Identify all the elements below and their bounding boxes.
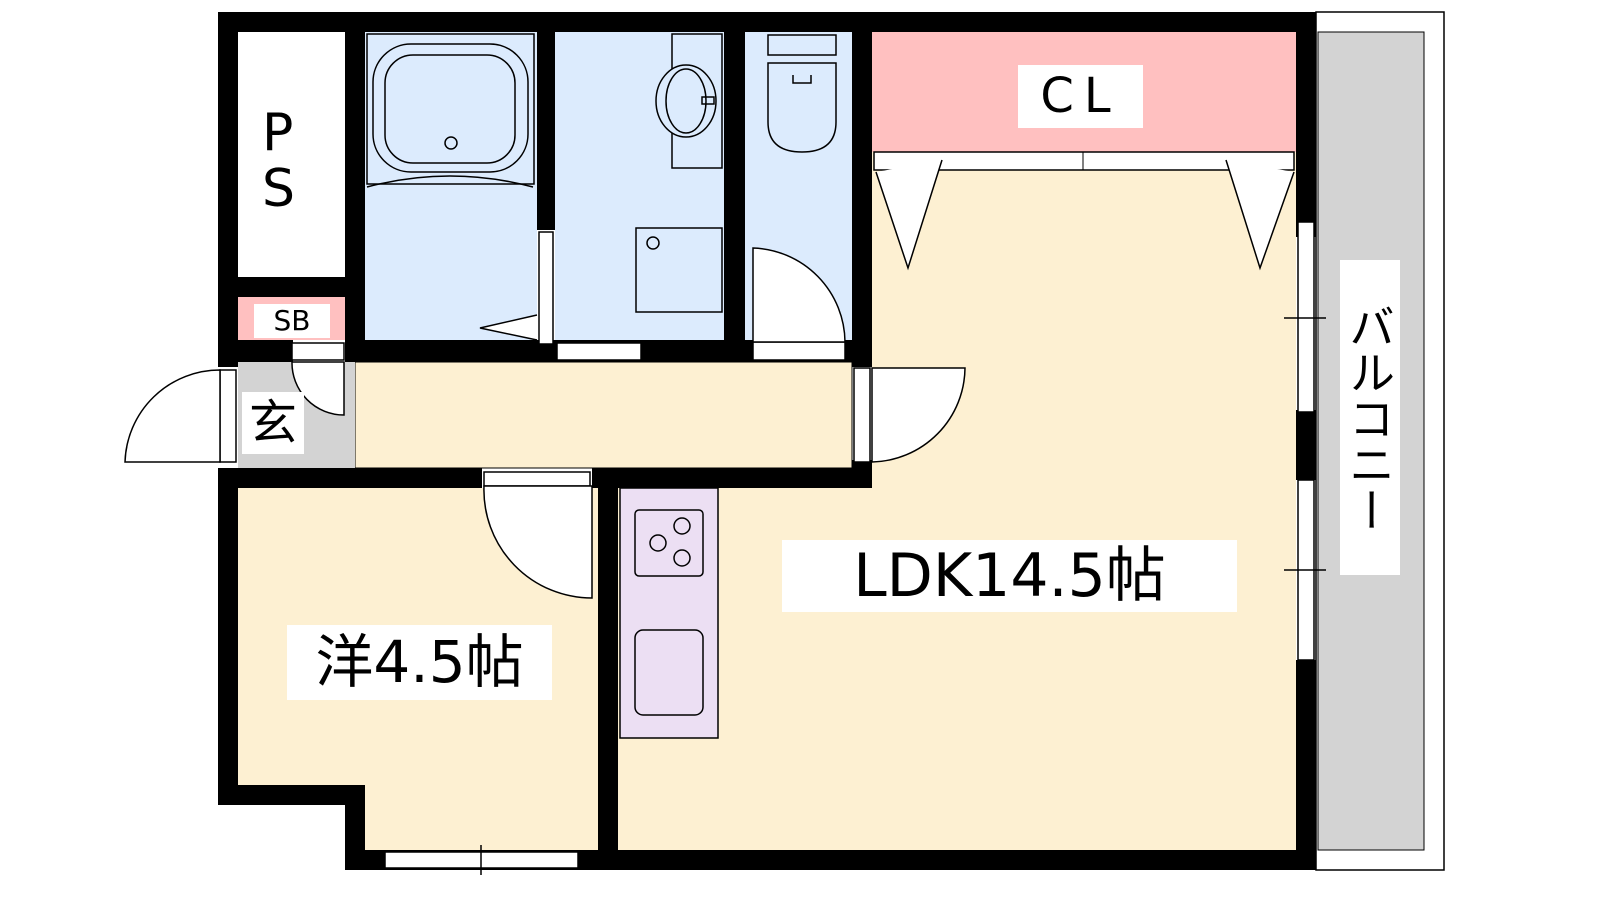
toilet-bowl xyxy=(767,62,837,153)
ps-space xyxy=(238,32,345,277)
kitchen-counter xyxy=(619,487,719,739)
western-room-label: 洋4.5帖 xyxy=(287,625,552,700)
bath-fold-door xyxy=(479,314,538,341)
door-swings xyxy=(124,159,1295,599)
closet-door-right xyxy=(1225,159,1295,271)
toilet-tank xyxy=(767,34,837,56)
entrance-door xyxy=(124,369,221,463)
sink xyxy=(634,629,704,716)
genkan-label: 玄 xyxy=(242,392,304,454)
toilet-door xyxy=(752,247,846,343)
sb-label: SB xyxy=(254,304,330,338)
ldk-label: LDK14.5帖 xyxy=(782,540,1237,612)
fixtures xyxy=(366,33,1326,875)
bathroom xyxy=(365,32,537,340)
hallway xyxy=(354,361,853,469)
ldk-room xyxy=(872,152,1296,850)
closet-door-left xyxy=(875,159,943,271)
western-room-lower xyxy=(365,780,598,850)
western-door xyxy=(483,485,593,599)
ps-label: PS xyxy=(262,103,296,219)
genkan-storage-door xyxy=(291,361,345,416)
ldk-door xyxy=(871,367,966,463)
washing-machine xyxy=(635,227,723,313)
washbasin xyxy=(655,64,717,138)
closet-label: CL xyxy=(1018,65,1143,128)
balcony-label: バルコニー xyxy=(1340,260,1400,575)
walls xyxy=(218,12,1316,870)
bathtub xyxy=(366,33,535,185)
stove xyxy=(634,509,704,577)
